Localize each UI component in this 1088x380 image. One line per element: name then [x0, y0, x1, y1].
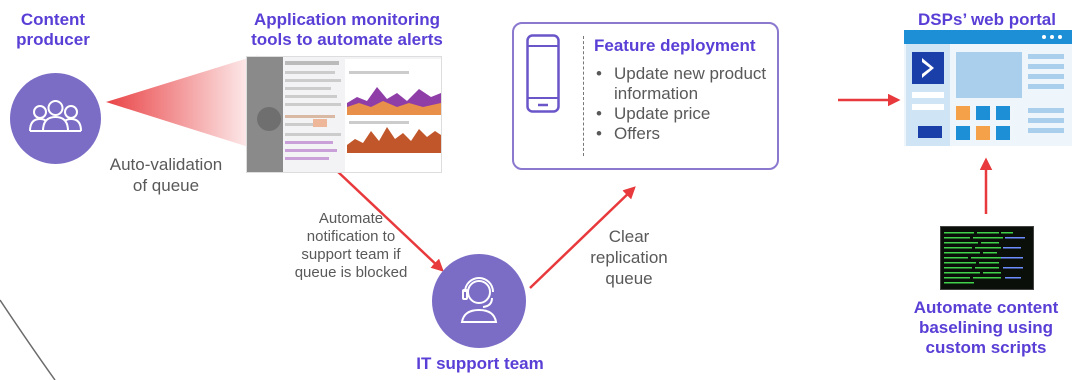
feature-item-update-product: Update new product information [594, 64, 774, 104]
monitoring-tools-title: Application monitoring tools to automate… [251, 10, 443, 49]
validation-beam [106, 55, 258, 150]
feature-deployment-title: Feature deployment [594, 36, 756, 55]
web-portal-icon [904, 30, 1072, 146]
feature-item-update-price: Update price [594, 104, 774, 124]
it-support-node [432, 254, 526, 348]
dsp-portal-title: DSPs’ web portal [918, 10, 1056, 29]
clear-replication-label: Clear replication queue [590, 227, 668, 288]
feature-item-offers: Offers [594, 124, 774, 144]
decor-arc [0, 299, 56, 380]
feature-deployment-list: Update new product information Update pr… [594, 64, 774, 144]
content-producer-node [10, 73, 101, 164]
terminal-screenshot [940, 226, 1034, 290]
headset-agent-icon [460, 277, 498, 323]
automate-baselining-title: Automate content baselining using custom… [913, 298, 1059, 357]
mobile-phone-icon [526, 34, 560, 113]
feature-box-divider [583, 36, 584, 156]
auto-validation-label: Auto-validation of queue [109, 155, 223, 195]
dashboard-screenshot [246, 56, 442, 173]
automate-notification-label: Automate notification to support team if… [294, 210, 408, 281]
content-producer-title: Content producer [16, 10, 90, 49]
it-support-title: IT support team [416, 354, 544, 373]
arrow-monitoring-to-support [335, 169, 444, 272]
arrow-support-to-feature [529, 186, 636, 289]
people-group-icon [29, 100, 82, 132]
